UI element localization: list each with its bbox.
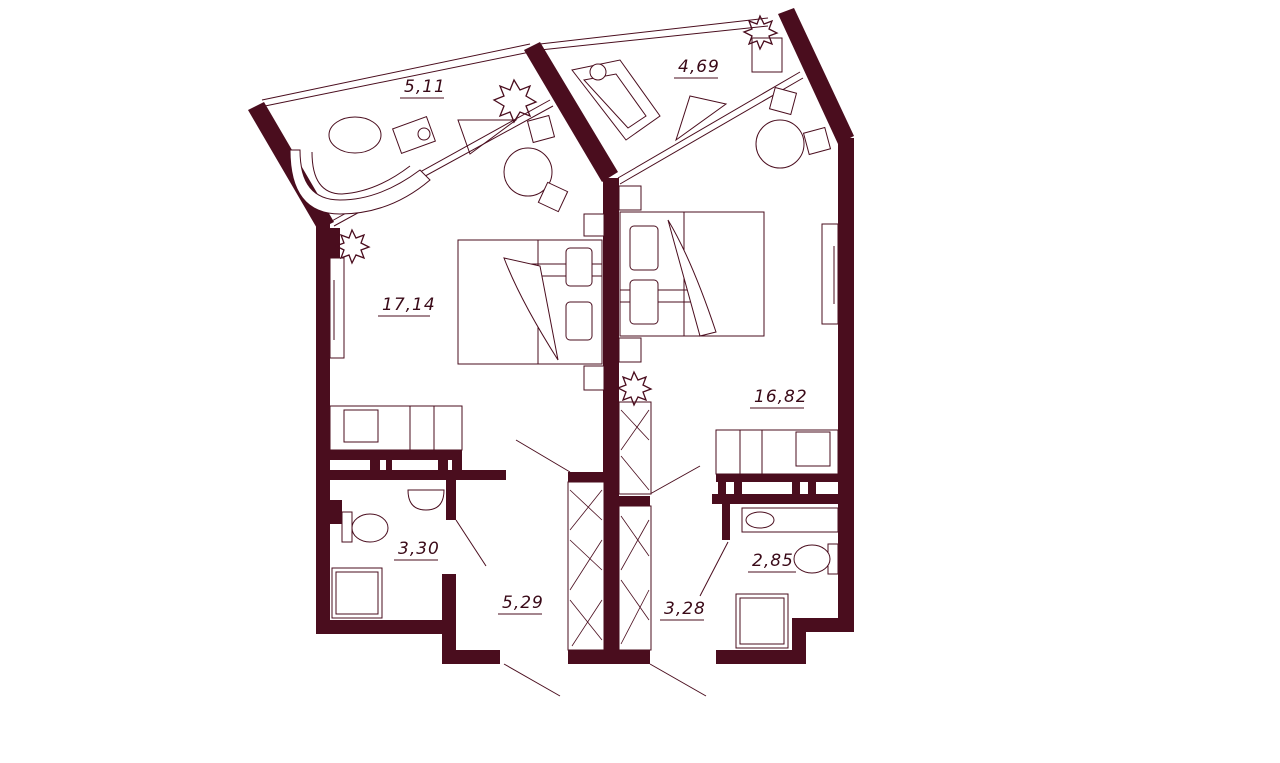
- shower-tray-icon: [331, 567, 383, 619]
- chair-icon: [768, 86, 832, 156]
- sofa-icon: [289, 116, 431, 215]
- plant-icon: [742, 14, 779, 51]
- area-label-living-left: 17,14: [382, 295, 436, 315]
- sink-icon: [407, 489, 445, 511]
- door-icon: [455, 439, 729, 697]
- area-labels: 5,11 17,14 3,30 5,29 4,69 16,82 2,85 3,2…: [378, 57, 808, 621]
- stove-icon: [329, 405, 463, 451]
- toilet-icon: [793, 543, 839, 575]
- plant-icon: [583, 213, 605, 391]
- plant-icon: [616, 370, 653, 407]
- plant-icon: [492, 78, 538, 124]
- sink-icon: [741, 507, 839, 533]
- armchair-icon: [391, 115, 437, 155]
- shower-tray-icon: [735, 593, 789, 649]
- window-icon: [329, 223, 839, 359]
- area-label-balcony-right: 4,69: [678, 57, 720, 77]
- balcony-corner-left: [457, 119, 518, 155]
- balcony-corner-right: [675, 95, 728, 142]
- round-table-icon: [503, 147, 553, 197]
- plant-icon: [334, 228, 371, 265]
- area-label-bath-right: 2,85: [752, 551, 794, 571]
- plant-icon: [618, 185, 642, 363]
- area-label-hall-left: 5,29: [502, 593, 544, 613]
- round-table-icon: [755, 119, 805, 169]
- toilet-icon: [341, 511, 389, 543]
- stove-icon: [715, 429, 839, 475]
- walls: [248, 8, 854, 664]
- wardrobe-icon: [567, 481, 605, 651]
- pillow-icon: [629, 225, 659, 325]
- area-label-living-right: 16,82: [754, 387, 808, 407]
- area-label-bath-left: 3,30: [398, 539, 440, 559]
- area-label-hall-right: 3,28: [664, 599, 706, 619]
- armchair-icon: [589, 37, 783, 81]
- area-label-balcony-left: 5,11: [404, 77, 446, 97]
- chair-icon: [526, 114, 569, 213]
- pillow-icon: [565, 247, 593, 341]
- wardrobe-icon: [618, 401, 652, 651]
